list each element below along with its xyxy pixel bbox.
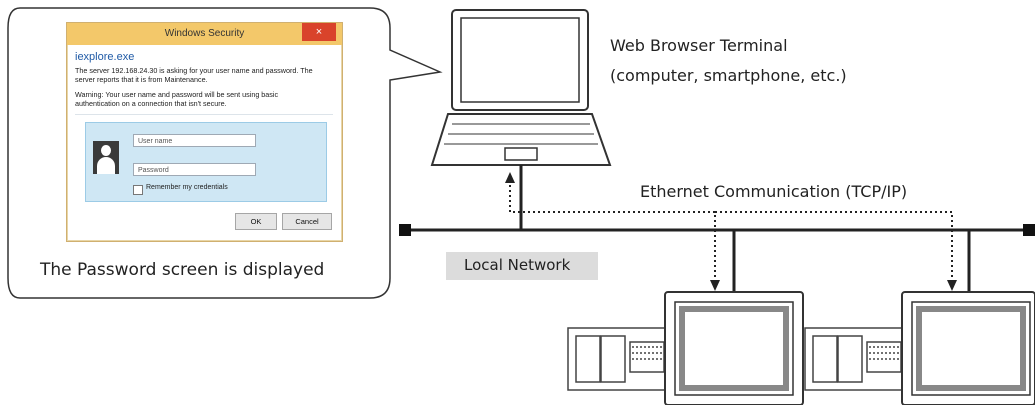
windows-security-dialog: Windows Security × iexplore.exe The serv… bbox=[66, 22, 343, 242]
remember-checkbox[interactable] bbox=[133, 185, 143, 195]
cancel-button[interactable]: Cancel bbox=[282, 213, 332, 230]
local-network-box: Local Network bbox=[446, 252, 598, 280]
dialog-title-bar: Windows Security × bbox=[67, 23, 342, 45]
message-line-1: The server 192.168.24.30 is asking for y… bbox=[75, 66, 313, 75]
caption: The Password screen is displayed bbox=[40, 260, 325, 280]
remember-label: Remember my credentials bbox=[146, 184, 228, 191]
ethernet-label: Ethernet Communication (TCP/IP) bbox=[640, 182, 908, 201]
password-field[interactable]: Password bbox=[133, 163, 256, 176]
terminal-label-line-2: (computer, smartphone, etc.) bbox=[610, 66, 847, 85]
touch-panel-icon bbox=[664, 291, 804, 405]
terminal-label-line-1: Web Browser Terminal bbox=[610, 36, 788, 55]
warning-line-1: Warning: Your user name and password wil… bbox=[75, 90, 279, 99]
touch-panel-icon bbox=[901, 291, 1035, 405]
credential-panel: User name Password Remember my credentia… bbox=[85, 122, 327, 202]
plc-icon bbox=[567, 327, 671, 391]
warning-line-2: authentication on a connection that isn'… bbox=[75, 99, 227, 108]
divider bbox=[75, 114, 333, 115]
user-avatar-icon bbox=[93, 141, 119, 174]
dialog-title: Windows Security bbox=[164, 28, 245, 39]
app-name: iexplore.exe bbox=[75, 51, 135, 63]
laptop-icon bbox=[430, 9, 612, 166]
username-field[interactable]: User name bbox=[133, 134, 256, 147]
message-line-2: server reports that it is from Maintenan… bbox=[75, 75, 208, 84]
close-icon[interactable]: × bbox=[302, 23, 336, 41]
local-network-label: Local Network bbox=[464, 256, 571, 274]
ok-button[interactable]: OK bbox=[235, 213, 277, 230]
plc-icon bbox=[804, 327, 908, 391]
